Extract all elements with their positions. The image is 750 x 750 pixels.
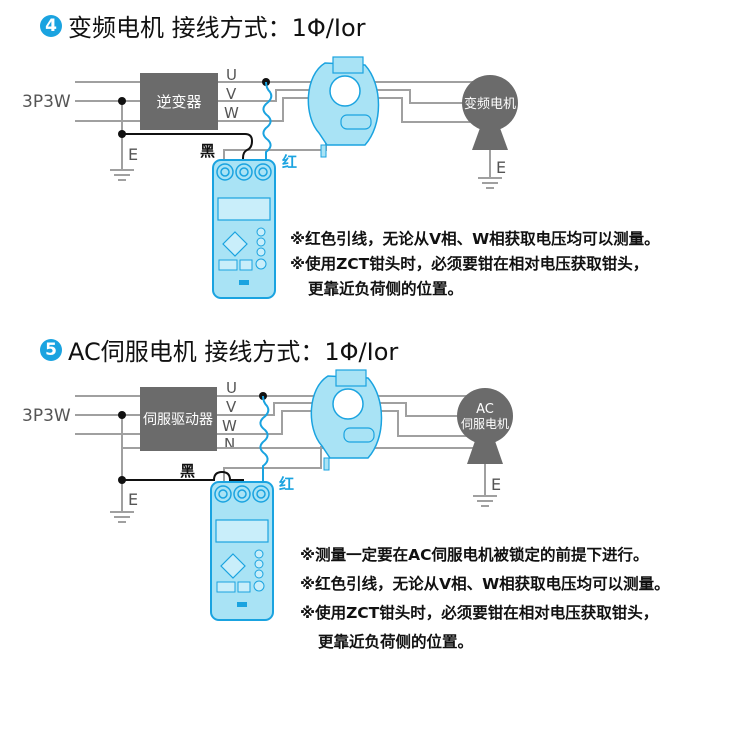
note-line: 更靠近负荷侧的位置。 (318, 633, 474, 651)
section5-diagram: 3P3W E 伺服驱动器 U V W N 黑 红 AC 伺服电机 E (22, 369, 513, 621)
phase-label-w: W (222, 417, 237, 435)
servo-driver-label: 伺服驱动器 (143, 412, 213, 428)
section5-title-text: AC伺服电机 接线方式：1Φ/Ior (68, 338, 399, 366)
red-lead-label: 红 (279, 475, 294, 493)
note-line: ※测量一定要在AC伺服电机被锁定的前提下进行。 (300, 546, 649, 564)
black-lead (122, 133, 254, 168)
ground-label: E (128, 490, 138, 509)
motor-icon (462, 75, 518, 131)
phase-label-v: V (226, 398, 237, 416)
note-line: ※红色引线，无论从V相、W相获取电压均可以测量。 (290, 230, 660, 248)
note-line: ※红色引线，无论从V相、W相获取电压均可以测量。 (300, 575, 670, 593)
phase-label-n: N (224, 435, 235, 453)
note-line: 更靠近负荷侧的位置。 (308, 280, 464, 298)
phase-label-v: V (226, 85, 237, 103)
note-line: ※使用ZCT钳头时，必须要钳在相对电压获取钳头， (290, 255, 649, 273)
phase-label-u: U (226, 66, 237, 84)
motor-icon (457, 388, 513, 444)
black-lead-label: 黑 (200, 142, 215, 160)
step-number-badge: 4 (40, 14, 62, 37)
motor-label: 变频电机 (464, 96, 516, 112)
power-meter-icon (210, 481, 274, 621)
note-line: ※使用ZCT钳头时，必须要钳在相对电压获取钳头， (300, 604, 659, 622)
section4-notes: ※红色引线，无论从V相、W相获取电压均可以测量。 ※使用ZCT钳头时，必须要钳在… (290, 227, 660, 302)
ground-label: E (491, 475, 501, 494)
red-lead (262, 81, 273, 168)
phase-label-u: U (226, 379, 237, 397)
section5-notes: ※测量一定要在AC伺服电机被锁定的前提下进行。 ※红色引线，无论从V相、W相获取… (300, 541, 670, 657)
black-lead (122, 470, 244, 490)
step-number-badge: 5 (40, 338, 62, 361)
junction-dot (118, 411, 126, 419)
servo-driver-box (140, 387, 217, 451)
phase-label-w: W (224, 104, 239, 122)
ct-clamp-icon (307, 56, 380, 158)
section4-title-text: 变频电机 接线方式：1Φ/Ior (68, 14, 366, 42)
inverter-label: 逆变器 (156, 93, 201, 111)
section5-title: 5 AC伺服电机 接线方式：1Φ/Ior (40, 332, 398, 367)
black-lead-label: 黑 (180, 462, 195, 480)
section4-title: 4 变频电机 接线方式：1Φ/Ior (40, 8, 366, 43)
inverter-box (140, 73, 218, 130)
section4-diagram: 3P3W E 逆变器 U V W 黑 红 变频电机 (22, 56, 518, 299)
junction-dot (118, 97, 126, 105)
ground-label: E (128, 145, 138, 164)
motor-label-line2: 伺服电机 (461, 417, 509, 431)
ground-label: E (496, 158, 506, 177)
motor-label-line1: AC (476, 402, 494, 417)
red-lead (259, 395, 270, 490)
source-label: 3P3W (22, 92, 71, 112)
source-label: 3P3W (22, 406, 71, 426)
power-meter-icon (212, 159, 276, 299)
red-lead-label: 红 (282, 153, 297, 171)
